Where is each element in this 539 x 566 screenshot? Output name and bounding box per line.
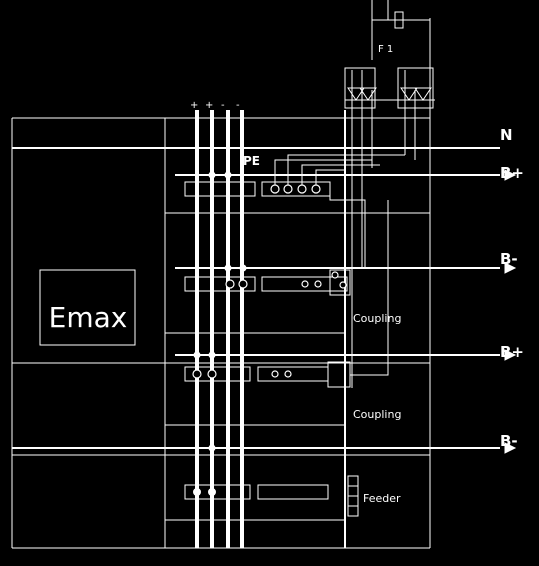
feeder-label: Feeder <box>363 492 401 505</box>
breaker-row-4: Feeder <box>184 444 401 517</box>
contactor-box <box>329 269 351 296</box>
vbus-label: + <box>190 100 198 111</box>
terminal-strip <box>184 181 256 197</box>
arrow-icon <box>504 349 517 361</box>
breaker-row-1 <box>184 154 405 268</box>
vertical-bus: + + - - <box>190 100 244 548</box>
contactor-box <box>327 361 351 388</box>
vbus-label: - <box>236 100 240 111</box>
busbars: N B+ B- B+ B- <box>12 126 524 454</box>
terminal-strip <box>261 181 331 197</box>
terminal-strip <box>261 276 348 292</box>
busbar-b-bottom-label: B- <box>500 432 518 450</box>
top-feed: F 1 <box>344 0 435 109</box>
terminal-strip <box>257 484 329 500</box>
breaker-row-2: Coupling <box>184 264 401 325</box>
coupling-label-1: Coupling <box>353 312 401 325</box>
outer-frame <box>11 18 431 549</box>
emax-panel: Emax <box>39 269 136 346</box>
arrow-icon <box>504 169 517 181</box>
terminal-strip <box>184 366 251 382</box>
terminal-strip <box>184 276 256 292</box>
arrow-icon <box>504 442 517 454</box>
emax-box <box>39 269 136 346</box>
emax-label: Emax <box>49 301 128 334</box>
terminal-strip <box>184 484 251 500</box>
coupling-label-2: Coupling <box>353 408 401 421</box>
top-feed-label: F 1 <box>378 44 393 55</box>
diode-icon <box>347 87 365 101</box>
busbar-b-mid-label: B- <box>500 250 518 268</box>
diode-icon <box>414 87 432 101</box>
fuse-icon <box>394 11 404 29</box>
pe-marker: PE <box>243 154 260 168</box>
busbar-n-label: N <box>500 126 513 144</box>
busbar-b-lower-label: B+ <box>500 343 524 361</box>
breaker-row-3: Coupling <box>184 200 401 421</box>
diode-icon <box>359 87 377 101</box>
terminal-strip <box>257 366 329 382</box>
relay-box <box>397 67 434 109</box>
busbar-b-top-label: B+ <box>500 164 524 182</box>
right-conductors <box>344 70 416 548</box>
vbus-label: + <box>205 100 213 111</box>
diode-icon <box>400 87 418 101</box>
arrow-icon <box>504 262 517 274</box>
vbus-label: - <box>221 100 225 111</box>
